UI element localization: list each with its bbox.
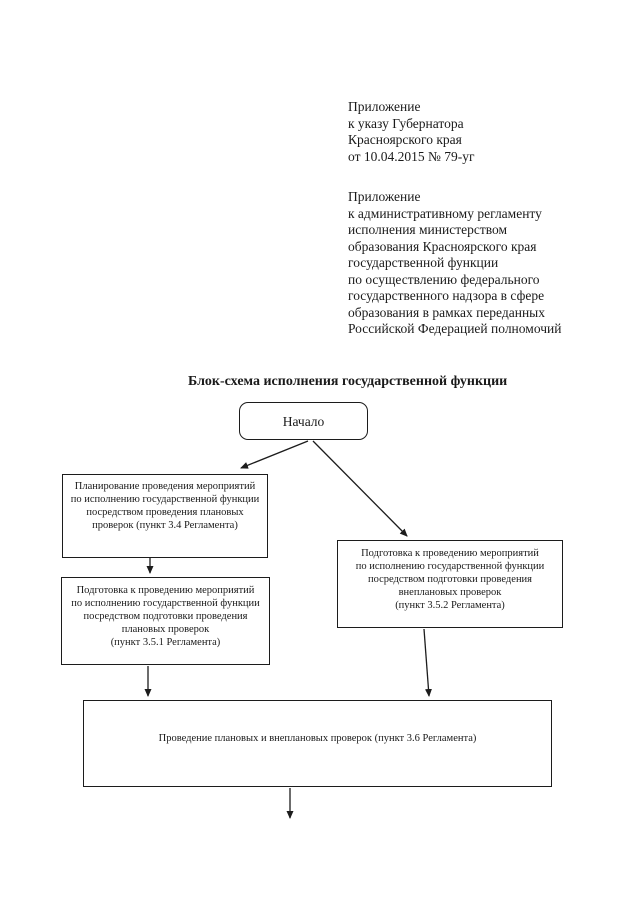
- flowchart-node-planning: Планирование проведения мероприятий по ис…: [62, 474, 268, 558]
- text-line: образования в рамках переданных: [348, 304, 546, 320]
- flowchart-title: Блок-схема исполнения государственной фу…: [188, 374, 508, 389]
- text-line: проверок (пункт 3.4 Регламента): [92, 520, 238, 531]
- arrow-start-to-prep-unplanned: [312, 440, 408, 537]
- text-line: к указу Губернатора: [348, 115, 464, 131]
- text-line: внеплановых проверок: [398, 587, 502, 598]
- text-line: (пункт 3.5.2 Регламента): [395, 600, 505, 611]
- text-line: Приложение: [348, 99, 421, 114]
- flowchart-node-prep-planned-inspections: Подготовка к проведению мероприятий по ис…: [61, 577, 270, 665]
- text-line: Приложение: [348, 189, 421, 204]
- text-line: плановых проверок: [121, 624, 210, 635]
- flowchart-node-prep-unplanned-inspections: Подготовка к проведению мероприятий по ис…: [337, 540, 563, 628]
- text-line: посредством проведения плановых: [86, 507, 244, 518]
- flowchart-node-conduct-inspections: Проведение плановых и внеплановых провер…: [83, 700, 552, 787]
- text-line: Подготовка к проведению мероприятий: [361, 548, 539, 559]
- text-line: образования Красноярского края: [348, 238, 537, 254]
- text-line: Подготовка к проведению мероприятий: [76, 585, 255, 596]
- conduct-node-label: Проведение плановых и внеплановых провер…: [158, 733, 477, 744]
- arrow-start-to-planning: [240, 440, 309, 469]
- text-line: Российской Федерацией полномочий: [348, 321, 562, 336]
- text-line: к административному регламенту: [348, 205, 542, 221]
- arrow-prep-unplanned-to-conduct: [423, 628, 432, 697]
- text-line: (пункт 3.5.1 Регламента): [110, 637, 221, 648]
- text-line: по исполнению государственной функции: [355, 561, 545, 572]
- text-line: исполнения министерством: [348, 222, 508, 237]
- text-line: посредством подготовки проведения: [83, 611, 248, 622]
- text-line: посредством подготовки проведения: [367, 574, 533, 585]
- flowchart-start-node: Начало: [239, 402, 368, 440]
- text-line: по осуществлению федерального: [348, 271, 540, 287]
- text-line: по исполнению государственной функции: [70, 494, 260, 505]
- text-line: Планирование проведения мероприятий: [74, 481, 256, 492]
- text-line: от 10.04.2015 № 79-уг: [348, 148, 475, 164]
- text-line: государственной функции: [348, 255, 499, 270]
- text-line: по исполнению государственной функции: [71, 598, 260, 609]
- text-line: Красноярского края: [348, 132, 462, 147]
- start-node-label: Начало: [282, 413, 325, 429]
- text-line: государственного надзора в сфере: [348, 288, 545, 303]
